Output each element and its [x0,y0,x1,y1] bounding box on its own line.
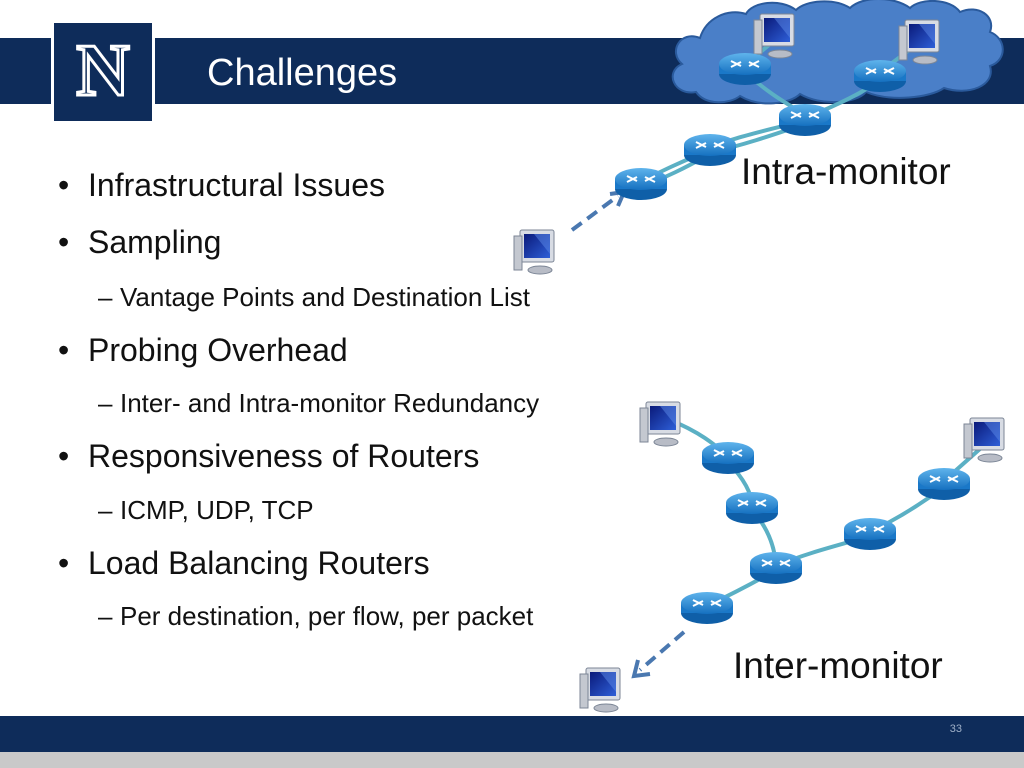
router-icon [683,133,737,167]
computer-icon [753,13,795,59]
inter-monitor-label: Inter-monitor [733,645,943,686]
bullet-item: •Responsiveness of Routers [58,438,480,474]
router-icon [725,491,779,525]
university-logo: N [51,20,155,124]
sub-bullet-item: –ICMP, UDP, TCP [98,495,314,525]
footer-bar [0,716,1024,752]
cloud-icon [671,0,1004,105]
router-icon [843,517,897,551]
sub-bullet-item: –Inter- and Intra-monitor Redundancy [98,388,540,418]
university-logo-icon: N [75,29,131,114]
intra-monitor-label: Intra-monitor [741,151,951,192]
router-icon [680,591,734,625]
computer-icon [963,417,1005,463]
bullet-item: •Infrastructural Issues [58,167,385,203]
sub-bullet-item: –Per destination, per flow, per packet [98,601,534,631]
bullet-item: •Probing Overhead [58,332,348,368]
computer-icon [579,667,621,713]
router-icon [701,441,755,475]
router-icon [614,167,668,201]
router-icon [778,103,832,137]
page-number: 33 [949,723,962,735]
slide-title: Challenges [207,52,398,94]
computer-icon [513,229,555,275]
sub-bullet-item: –Vantage Points and Destination List [98,282,531,312]
router-icon [749,551,803,585]
intra-dashed-link [570,194,620,232]
router-icon [917,467,971,501]
router-icon [718,52,772,86]
inter-dashed-link [638,630,686,672]
logo-letter: N [76,30,129,112]
footer-strip [0,752,1024,768]
computer-icon [898,19,940,65]
computer-icon [639,401,681,447]
router-icon [853,59,907,93]
bullet-item: •Sampling [58,224,222,260]
bullet-item: •Load Balancing Routers [58,545,430,581]
